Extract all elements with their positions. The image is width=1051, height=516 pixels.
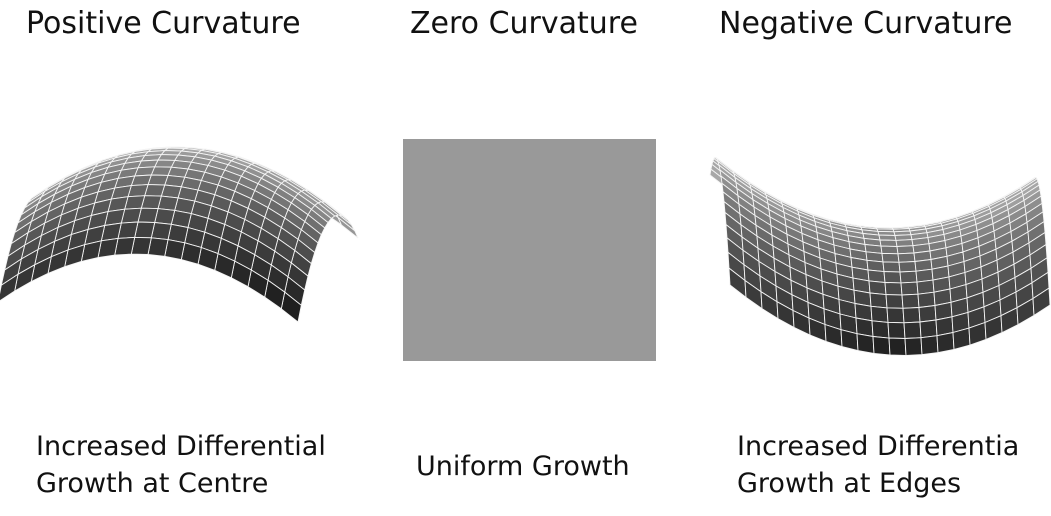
positive-curvature-caption: Increased Differential Growth at Centre <box>36 428 326 502</box>
saddle-patch <box>888 337 907 356</box>
zero-caption-line-1: Uniform Growth <box>416 451 630 482</box>
saddle-patch <box>887 321 906 339</box>
negative-curvature-caption: Increased Differentia Growth at Edges <box>737 428 1019 502</box>
saddle-patch <box>920 335 939 356</box>
saddle-patch <box>885 294 904 309</box>
saddle-patch <box>896 245 915 255</box>
negative-curvature-title: Negative Curvature <box>719 6 1013 41</box>
saddle-patch <box>883 271 902 284</box>
saddle-patch <box>869 292 888 309</box>
saddle-patch <box>904 337 923 356</box>
saddle-patch <box>871 320 890 339</box>
saddle-patch <box>856 333 875 354</box>
saddle-patch <box>897 252 916 263</box>
saddle-patch <box>936 331 955 354</box>
saddle-patch <box>902 307 921 324</box>
saddle-patch <box>900 281 919 296</box>
saddle-patch <box>880 245 899 255</box>
saddle-patch <box>870 305 889 323</box>
saddle-patch <box>884 282 903 296</box>
saddle-patch <box>868 280 887 296</box>
positive-caption-line-1: Increased Differential <box>36 431 326 462</box>
positive-curvature-title: Positive Curvature <box>26 6 301 41</box>
saddle-patch <box>903 321 922 339</box>
saddle-patch <box>898 261 917 273</box>
negative-caption-line-2: Growth at Edges <box>737 468 962 499</box>
zero-curvature-title: Zero Curvature <box>410 6 638 41</box>
saddle-patch <box>872 335 891 356</box>
saddle-patch <box>886 307 905 324</box>
dome-patch <box>0 273 19 302</box>
negative-caption-line-1: Increased Differentia <box>737 431 1020 462</box>
saddle-patch <box>901 293 920 309</box>
positive-caption-line-2: Growth at Centre <box>36 468 269 499</box>
zero-curvature-flat-square <box>403 139 656 361</box>
saddle-patch <box>919 319 938 339</box>
saddle-patch <box>879 239 898 247</box>
saddle-patch <box>1032 287 1051 317</box>
zero-curvature-caption: Uniform Growth <box>416 448 630 485</box>
positive-curvature-dome-surface <box>0 146 359 323</box>
saddle-patch <box>918 304 937 323</box>
negative-curvature-saddle-surface <box>709 156 1051 356</box>
saddle-patch <box>899 270 918 284</box>
saddle-patch <box>881 252 900 263</box>
saddle-patch <box>917 291 936 309</box>
saddle-patch <box>882 261 901 273</box>
